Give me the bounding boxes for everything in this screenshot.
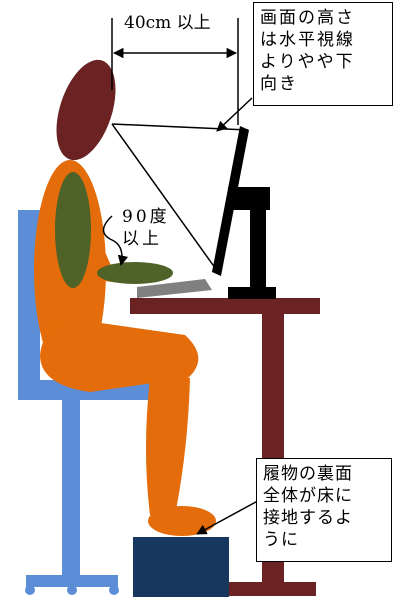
screen-height-callout: 画面の高さ は水平視線 よりやや下 向き bbox=[253, 2, 393, 106]
forearm bbox=[55, 172, 91, 288]
footwear-callout: 履物の裏面 全体が床に 接地するよ うに bbox=[256, 458, 392, 562]
head bbox=[45, 53, 127, 168]
footrest bbox=[133, 537, 229, 597]
screen-height-pointer bbox=[217, 98, 252, 131]
sight-line-horizontal bbox=[112, 124, 248, 130]
distance-dimension bbox=[112, 18, 238, 125]
forearm-front bbox=[97, 262, 173, 284]
distance-label: 40cm 以上 bbox=[124, 12, 211, 34]
elbow-angle-label: 90度 以上 bbox=[122, 206, 170, 250]
foot bbox=[148, 506, 216, 536]
monitor bbox=[212, 126, 276, 299]
shin bbox=[146, 378, 190, 515]
